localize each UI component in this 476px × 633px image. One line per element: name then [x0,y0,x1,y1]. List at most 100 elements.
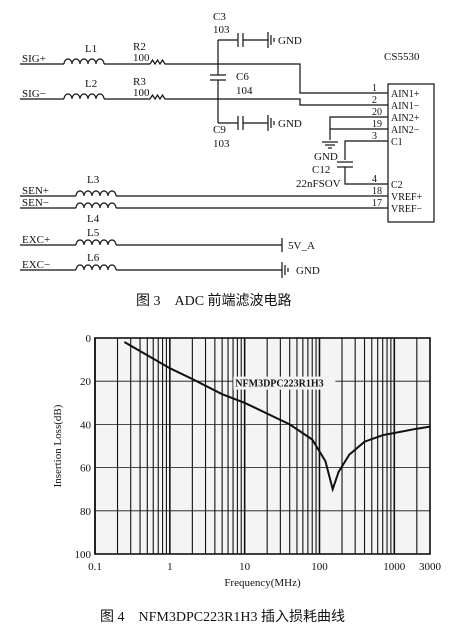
x-tick-label: 1 [167,561,173,573]
y-tick-label: 40 [80,419,92,431]
inductor-label-L2: L2 [85,78,97,90]
y-tick-label: 20 [80,376,92,388]
resistor-label-R3: R3 [133,76,146,88]
c9-name: C9 [213,124,226,136]
series-point [266,412,268,415]
resistor-label-R2: R2 [133,41,146,53]
series-point [221,393,223,395]
pin-number-3: 3 [372,131,377,142]
series-point [243,402,246,404]
series-point [191,378,194,380]
net-label-sig-0: SIG+ [22,53,46,65]
c9-gnd-label: GND [278,118,302,130]
y-tick-label: 80 [80,506,92,518]
y-tick-label: 0 [86,333,92,345]
x-axis-label: Frequency(MHz) [224,577,301,589]
net-label-sig-1: SIG− [22,88,46,100]
series-point [393,432,396,434]
pin-name-4: C2 [391,180,403,191]
pin-name-3: C1 [391,137,403,148]
pin-number-2: 2 [372,95,377,106]
series-point [123,341,126,344]
net-label-exc-0: EXC+ [22,234,50,246]
pin-name-2: AIN1− [391,101,420,112]
inductor-L6 [75,264,117,271]
chart-plot-area [95,338,430,554]
y-tick-label: 60 [80,463,92,475]
pin-name-1: AIN1+ [391,89,420,100]
inductor-label-L6: L6 [87,252,100,264]
c1-to-c12 [344,140,360,160]
series-point [381,434,384,436]
series-point [331,488,334,490]
y-tick-label: 100 [75,549,92,561]
series-label: NFM3DPC223R1H3 [235,379,323,390]
exc-plus-target: 5V_A [288,240,315,252]
sig-plus-to-pin1 [218,63,360,94]
resistor-value-R3: 100 [133,87,150,99]
net-label-sen-1: SEN− [22,197,49,209]
pin-number-1: 1 [372,83,377,94]
c6-value: 104 [236,85,253,97]
inductor-label-L1: L1 [85,43,97,55]
chip-label: CS5530 [384,51,420,63]
inductor-label-L4: L4 [87,213,100,225]
pin-number-20: 20 [372,107,382,118]
series-point [146,354,149,357]
inductor-L4 [75,202,117,209]
c12-name: C12 [312,164,330,176]
pin-name-17: VREF− [391,204,423,215]
c3-value: 103 [213,24,230,36]
c9-value: 103 [213,138,230,150]
inductor-L2 [63,93,105,100]
pin-number-18: 18 [372,186,382,197]
net-label-sen-0: SEN+ [22,185,49,197]
c3-gnd-label: GND [278,35,302,47]
chart-frame [94,337,431,555]
series-point [169,367,171,370]
series-point [324,460,327,462]
x-tick-label: 0.1 [88,561,102,573]
pin-number-4: 4 [372,174,377,185]
inductor-L1 [63,58,105,65]
series-point [429,425,431,428]
series-line-nfm3dpc223r1h3 [124,341,431,493]
net-label-exc-1: EXC− [22,259,50,271]
resistor-R3 [149,93,168,101]
pin-number-17: 17 [372,198,382,209]
series-point [288,423,291,426]
pin-name-18: VREF+ [391,192,423,203]
series-point [416,427,418,430]
inductor-L5 [75,239,117,246]
inductor-label-L5: L5 [87,227,100,239]
series-label-bg [233,376,336,390]
inductor-L3 [75,190,117,197]
c12-gnd-label: GND [314,151,338,163]
y-axis-label: Insertion Loss(dB) [52,404,64,487]
c6-name: C6 [236,71,249,83]
resistor-R2 [149,58,168,66]
series-point [311,438,314,441]
resistor-value-R2: 100 [133,52,150,64]
pin-name-20: AIN2+ [391,113,420,124]
c12-value: 22nFSOV [296,178,341,190]
series-point [363,440,366,443]
inductor-label-L3: L3 [87,174,100,186]
c3-name: C3 [213,11,226,23]
x-tick-label: 10 [239,561,251,573]
series-point [337,471,340,473]
exc-minus-target: GND [296,265,320,277]
sig-minus-to-pin2 [218,98,360,106]
x-tick-label: 3000 [419,561,442,573]
cs5530-chip-body [387,83,435,223]
ain2-plus-to-gnd [329,116,360,140]
series-point [348,453,351,456]
figure-4-caption: 图 4 NFM3DPC223R1H3 插入损耗曲线 [100,610,346,625]
pin-name-19: AIN2− [391,125,420,136]
figure-3-caption: 图 3 ADC 前端滤波电路 [136,294,292,309]
c12-to-c2 [344,167,360,185]
pin-number-19: 19 [372,119,382,130]
